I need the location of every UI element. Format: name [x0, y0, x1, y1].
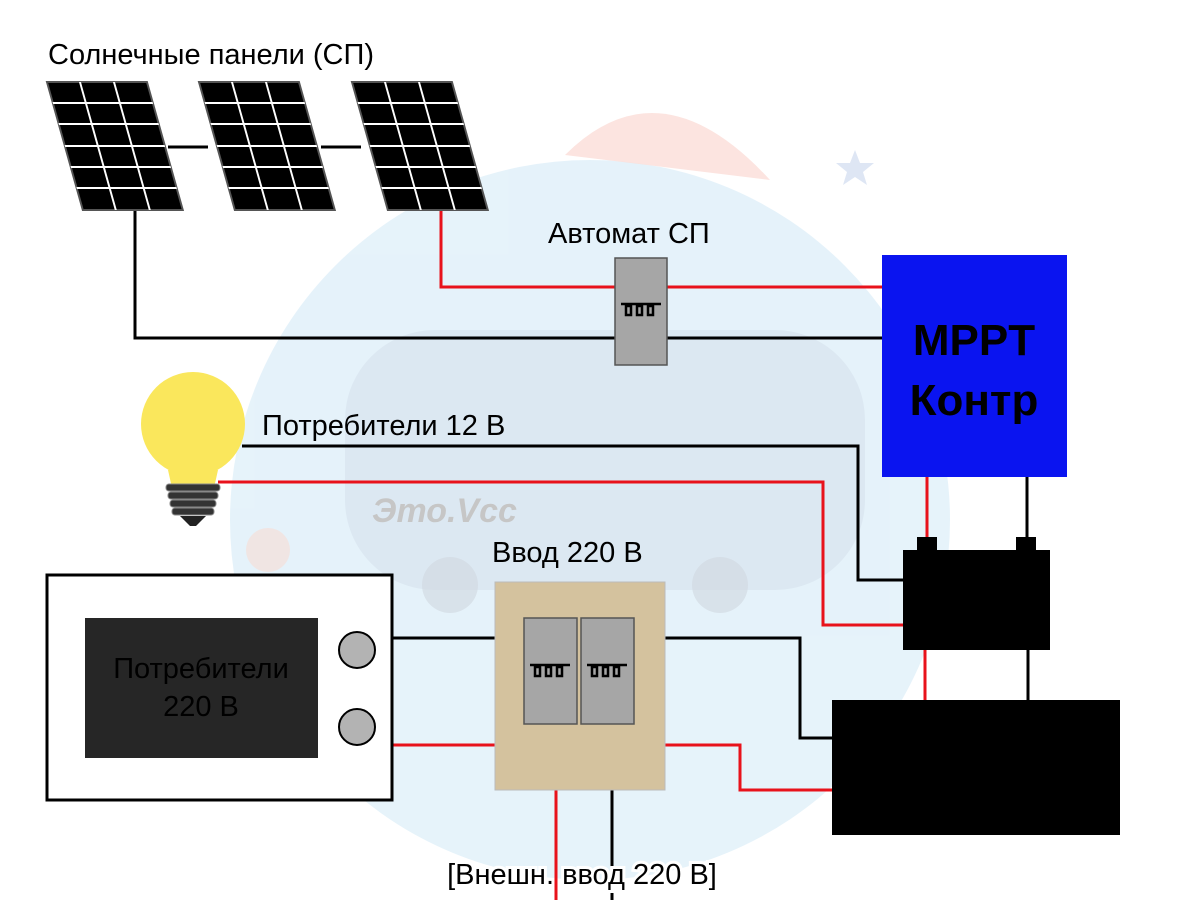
breaker-switch-icon	[587, 663, 627, 678]
battery-minus-sign: -	[1024, 556, 1031, 578]
breaker-switch-icon	[530, 663, 570, 678]
wire-inverter-black	[665, 636, 832, 740]
solar-breaker[interactable]	[614, 257, 668, 366]
input-220v-panel	[494, 581, 666, 791]
input-220v-label: Ввод 220 В	[492, 537, 643, 569]
watermark-text: Это.Vcc	[372, 492, 517, 530]
consumers-220v-box: Потребители 220 В	[45, 573, 394, 802]
battery: + - Акк	[903, 537, 1050, 650]
mppt-label-line2: Контр	[910, 376, 1039, 425]
input-breaker-left[interactable]	[523, 617, 578, 725]
knob-icon	[338, 708, 376, 746]
inverter: Инвертор 12В-220В	[832, 700, 1120, 835]
consumers-220v-line2: 220 В	[163, 691, 239, 723]
mppt-controller: MPPT Контр	[882, 255, 1067, 477]
wire-12v-positive	[218, 480, 905, 627]
battery-plus-sign: +	[916, 558, 928, 580]
consumers-12v-label: Потребители 12 В	[262, 410, 505, 442]
consumers-220v-line1: Потребители	[113, 653, 289, 685]
light-bulb-icon	[141, 372, 245, 526]
watermark-background: Это.Vcc	[230, 113, 950, 880]
input-breaker-right[interactable]	[580, 617, 635, 725]
breaker-sp-label: Автомат СП	[548, 218, 710, 250]
solar-panels-label: Солнечные панели (СП)	[48, 39, 374, 71]
knob-icon	[338, 631, 376, 669]
mppt-label-line1: MPPT	[913, 316, 1035, 365]
external-input-label: [Внешн. ввод 220 В]	[447, 859, 717, 891]
inverter-label-line2: 12В-220В	[884, 774, 1085, 823]
wire-12v-negative	[242, 444, 905, 582]
inverter-label-line1: Инвертор	[871, 717, 1081, 766]
wire-inverter-red	[665, 743, 832, 792]
solar-panel	[197, 81, 337, 211]
breaker-switch-icon	[621, 302, 661, 317]
battery-label: Акк	[936, 586, 1016, 638]
solar-panel	[350, 81, 490, 211]
solar-panel	[45, 81, 185, 211]
wire-solar-positive	[439, 210, 882, 289]
solar-panels	[45, 81, 490, 211]
